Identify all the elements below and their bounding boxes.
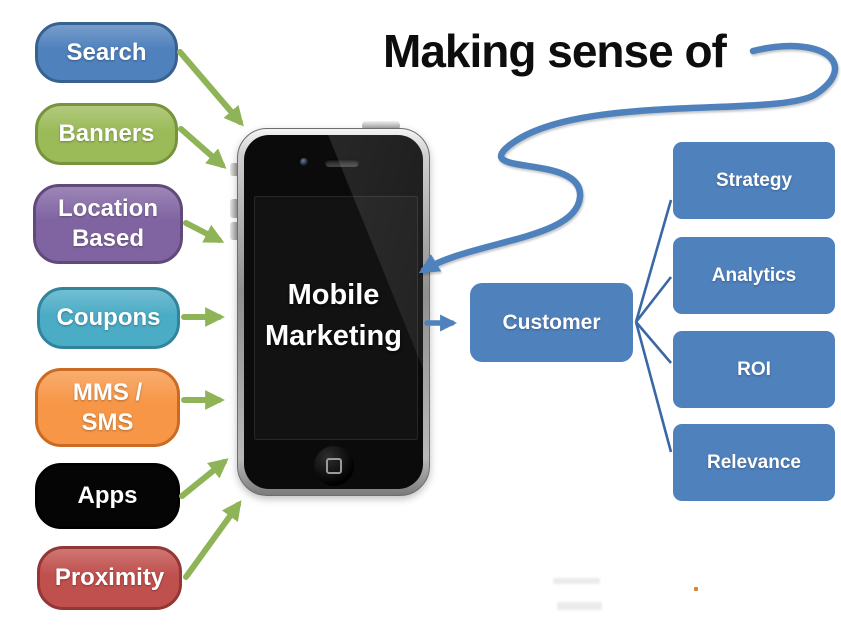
- outcome-label: Analytics: [711, 264, 797, 286]
- phone-power-button: [362, 121, 400, 130]
- phone-mute-switch: [230, 163, 239, 176]
- channel-badge-label: Banners: [58, 120, 155, 147]
- phone-home-button: [314, 446, 354, 486]
- customer-box: Customer: [470, 283, 633, 362]
- phone-illustration: Mobile Marketing: [237, 128, 430, 496]
- outcome-box-strategy: Strategy: [673, 142, 835, 219]
- watermark-smudge: [553, 578, 600, 584]
- channel-badge-label: Proximity: [54, 564, 165, 591]
- outcome-box-roi: ROI: [673, 331, 835, 408]
- outcome-label: ROI: [737, 358, 771, 380]
- channel-badge-label: Coupons: [56, 304, 161, 331]
- channel-badge-label: MMS / SMS: [72, 378, 143, 436]
- channel-badge-label: Search: [66, 38, 147, 66]
- connector-customer-analytics: [634, 276, 673, 323]
- outcome-box-relevance: Relevance: [673, 424, 835, 501]
- stray-dot-artifact: [694, 587, 698, 591]
- channel-badge-coupons: Coupons: [37, 287, 180, 349]
- channel-badge-proximity: Proximity: [37, 546, 182, 610]
- outcome-box-analytics: Analytics: [673, 237, 835, 314]
- connector-customer-relevance: [634, 321, 673, 453]
- arrow-proximity-to-phone: [183, 500, 242, 580]
- phone-volume-down-button: [230, 222, 239, 240]
- channel-badge-search: Search: [35, 22, 178, 83]
- arrow-search-to-phone: [177, 49, 244, 127]
- phone-screen-label: Mobile Marketing: [265, 279, 402, 352]
- arrow-location-based-to-phone: [183, 220, 225, 243]
- channel-badge-apps: Apps: [35, 463, 180, 529]
- channel-badge-mms-sms: MMS / SMS: [35, 368, 180, 447]
- customer-label: Customer: [502, 310, 601, 334]
- connector-customer-strategy: [634, 199, 673, 323]
- phone-earpiece-speaker: [325, 159, 359, 167]
- outcome-label: Relevance: [706, 451, 801, 473]
- home-button-square-icon: [326, 458, 342, 474]
- arrow-apps-to-phone: [179, 458, 229, 499]
- channel-badge-banners: Banners: [35, 103, 178, 165]
- outcome-label: Strategy: [715, 169, 793, 191]
- arrow-banners-to-phone: [178, 126, 227, 169]
- channel-badge-location-based: Location Based: [33, 184, 183, 264]
- channel-badge-label: Apps: [77, 482, 138, 509]
- channel-badge-label: Location Based: [58, 195, 158, 252]
- phone-front-camera: [300, 158, 308, 166]
- page-title: Making sense of: [383, 25, 727, 77]
- connector-customer-roi: [635, 321, 672, 364]
- watermark-smudge: [557, 602, 602, 610]
- phone-volume-up-button: [230, 199, 239, 218]
- phone-face: [244, 135, 423, 489]
